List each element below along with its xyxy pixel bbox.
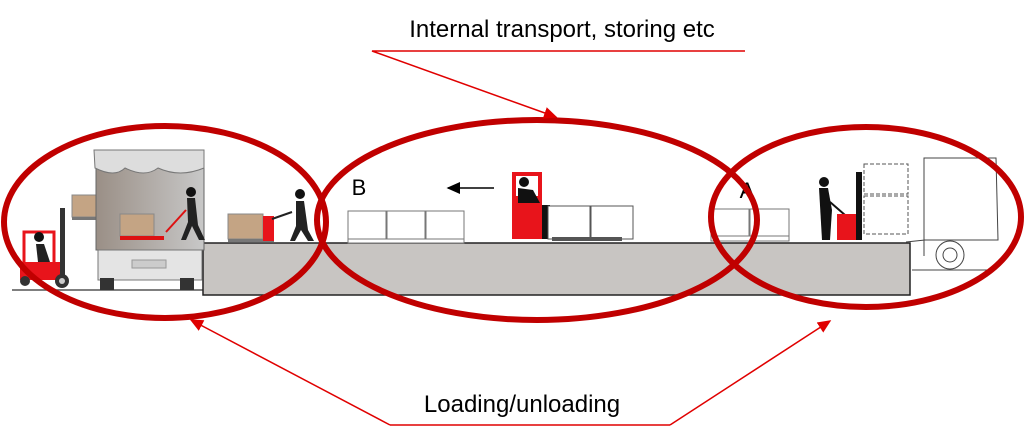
label-loading-unloading: Loading/unloading: [424, 391, 620, 418]
callout-line-top: [371, 50, 745, 119]
delivery-truck-right: [905, 157, 999, 271]
label-point-b: B: [352, 175, 367, 200]
ellipse-loading-left: [1, 123, 329, 321]
pallet-truck-worker: [227, 189, 314, 242]
callout-line-right: [669, 320, 832, 426]
ellipse-internal-transport: [314, 117, 760, 323]
pallet-stack-a: [710, 208, 790, 242]
ellipse-loading-right: [708, 124, 1024, 310]
stacker-worker: [819, 163, 909, 240]
reach-truck: [512, 172, 634, 241]
pallet-stack-b: [347, 210, 465, 244]
truck: [93, 149, 205, 290]
callout-line-left: [189, 319, 391, 426]
label-internal-transport: Internal transport, storing etc: [409, 16, 714, 43]
